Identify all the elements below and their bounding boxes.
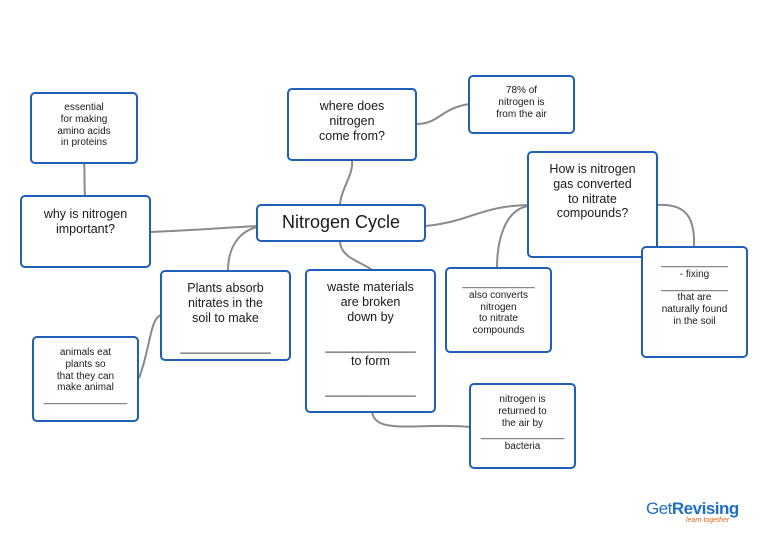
node-text-line: gas converted: [553, 176, 632, 191]
node-text-line: returned to: [498, 405, 547, 417]
link-where-air: [415, 103, 471, 125]
node-text-line: [224, 325, 227, 340]
node-text-line: compounds?: [556, 206, 629, 221]
node-text-line: ____________: [661, 280, 728, 292]
node-text-line: make animal: [57, 382, 114, 394]
node-text-line: where does: [319, 99, 385, 113]
node-text-line: nitrogen: [329, 113, 375, 128]
node-text-line: nitrogen is: [498, 96, 545, 108]
node-text-line: naturally found: [661, 304, 728, 316]
node-text-line: for making: [60, 113, 108, 125]
getrevising-logo[interactable]: GetRevising learn together: [646, 500, 756, 530]
node-text-line: _____________: [180, 340, 271, 354]
node-text-line: Plants absorb: [187, 281, 264, 295]
node-text-line: in proteins: [60, 137, 108, 149]
node-text-line: _______________: [43, 394, 128, 406]
node-text-line: to nitrate: [568, 191, 617, 206]
node-text-line: ____________: [661, 257, 728, 268]
node-text-line: - fixing: [679, 268, 710, 280]
link-why-essential: [83, 162, 86, 198]
link-how-fixing: [656, 203, 696, 248]
node-text-line: why is nitrogen: [43, 207, 128, 221]
node-text-line: that they can: [56, 370, 115, 382]
logo-revising-text: Revising: [671, 499, 739, 518]
node-text-line: _____________: [325, 383, 416, 398]
link-how-also: [496, 205, 529, 269]
link-central-plants: [227, 226, 258, 272]
node-text-line: [369, 369, 372, 384]
logo-get-text: Get: [646, 499, 672, 518]
node-text-line: are broken: [340, 294, 401, 309]
node-text-line: _____________: [462, 278, 535, 289]
node-text-line: soil to make: [192, 310, 259, 325]
link-why-central: [149, 225, 258, 233]
node-fixing[interactable]: ____________- fixing____________that are…: [641, 246, 748, 358]
node-text-line: nitrogen is: [499, 394, 546, 405]
node-text-line: nitrogen: [480, 301, 517, 313]
node-text-line: to nitrate: [479, 313, 518, 325]
node-text-line: also converts: [469, 289, 528, 301]
node-text-line: nitrates in the: [187, 295, 264, 310]
node-text-line: in the soil: [673, 315, 716, 327]
node-text-line: essential: [64, 102, 104, 113]
node-text-line: that are: [677, 292, 712, 304]
node-text-line: 78% of: [505, 85, 538, 96]
node-text-line: important?: [55, 221, 116, 236]
node-text-line: amino acids: [57, 125, 111, 137]
link-waste-returned: [371, 410, 471, 428]
node-text-line: plants so: [65, 358, 106, 370]
node-text-line: from the air: [496, 108, 547, 120]
node-text-line: compounds: [472, 325, 525, 337]
node-text-line: come from?: [319, 128, 385, 143]
link-central-waste: [339, 240, 373, 271]
link-plants-animals: [138, 314, 162, 379]
link-central-where: [339, 159, 354, 207]
central-topic[interactable]: Nitrogen Cycle: [256, 204, 426, 242]
node-text-line: bacteria: [504, 441, 541, 453]
node-text-line: _____________: [325, 339, 416, 353]
node-text-line: animals eat: [59, 347, 112, 358]
node-text-line: the air by: [501, 417, 544, 429]
central-topic-label: Nitrogen Cycle: [281, 212, 401, 233]
logo-tagline: learn together: [686, 517, 730, 524]
node-text-line: _______________: [480, 429, 565, 441]
node-text-line: down by: [347, 309, 394, 324]
node-text-line: waste materials: [327, 280, 414, 294]
node-text-line: [369, 324, 372, 339]
node-text-line: to form: [351, 353, 390, 368]
link-central-how: [424, 204, 529, 227]
node-text-line: How is nitrogen: [549, 162, 636, 176]
